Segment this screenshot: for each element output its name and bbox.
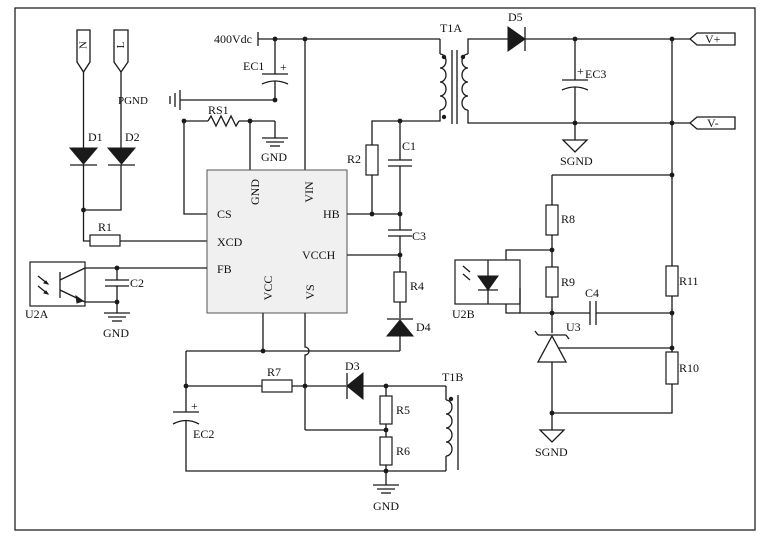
d3-diode: [346, 371, 364, 401]
ic-pin-cs: CS: [217, 207, 232, 221]
c4-label: C4: [585, 286, 599, 300]
vminus-label: V-: [707, 116, 719, 130]
vplus-label: V+: [705, 32, 721, 46]
ic-pin-fb: FB: [217, 262, 232, 276]
d5-label: D5: [508, 10, 523, 24]
sgnd-top-symbol: [561, 139, 589, 153]
r10-resistor: [665, 351, 679, 385]
d4-label: D4: [416, 320, 431, 334]
sgnd-bottom-label: SGND: [535, 445, 568, 459]
gnd-bottom-label: GND: [373, 499, 399, 513]
ic-pin-vcch: VCCH: [302, 248, 336, 262]
c4-capacitor: [589, 301, 597, 325]
d1-label: D1: [88, 130, 103, 144]
ec2-plus: +: [191, 399, 198, 413]
ec3-label: EC3: [585, 67, 606, 81]
rs1-label: RS1: [208, 103, 229, 117]
ic-pin-gnd: GND: [248, 179, 262, 205]
r7-label: R7: [267, 365, 281, 379]
ec2-label: EC2: [193, 427, 214, 441]
controller-ic: [206, 169, 348, 314]
ec3-plus: +: [577, 64, 584, 78]
d2-label: D2: [125, 130, 140, 144]
d2-diode: [106, 147, 137, 166]
r6-resistor: [379, 436, 393, 466]
gnd-top-label: GND: [261, 150, 287, 164]
n-label: N: [78, 41, 90, 49]
ic-pin-vs: VS: [303, 284, 317, 299]
r5-resistor: [379, 395, 393, 425]
r2-label: R2: [347, 152, 361, 166]
ic-pin-vcc: VCC: [261, 276, 275, 301]
r9-resistor: [545, 266, 559, 298]
pgnd-label: PGND: [118, 95, 148, 107]
c3-capacitor: [388, 229, 412, 237]
gnd-bottom-symbol: [373, 484, 399, 494]
v400-label: 400Vdc: [214, 32, 252, 46]
ec1-label: EC1: [243, 59, 264, 73]
r11-resistor: [665, 265, 679, 297]
t1a-label: T1A: [440, 21, 462, 35]
r1-label: R1: [98, 220, 112, 234]
t1a-primary-winding: [439, 53, 447, 111]
vminus-port: [689, 116, 736, 130]
d3-label: D3: [345, 359, 360, 373]
r1-resistor: [89, 234, 121, 247]
l-connector: [113, 29, 129, 74]
gnd-left-symbol: [104, 312, 130, 322]
ic-pin-hb: HB: [323, 207, 340, 221]
frame-border: [14, 7, 756, 531]
c2-capacitor: [105, 279, 129, 287]
r4-resistor: [393, 271, 407, 303]
r5-label: R5: [396, 403, 410, 417]
c3-label: C3: [412, 229, 426, 243]
r8-label: R8: [561, 212, 575, 226]
gnd-top-symbol: [262, 137, 288, 147]
rs1-resistor: [207, 114, 240, 128]
u2b-label: U2B: [452, 307, 475, 321]
c1-capacitor: [388, 159, 412, 167]
r9-label: R9: [561, 275, 575, 289]
gnd-left-label: GND: [103, 326, 129, 340]
sgnd-bottom-symbol: [538, 429, 566, 443]
pgnd-symbol: [169, 90, 181, 110]
r2-resistor: [365, 144, 379, 176]
d4-diode: [385, 318, 415, 337]
r8-resistor: [545, 204, 559, 236]
r4-label: R4: [410, 279, 424, 293]
sgnd-top-label: SGND: [560, 154, 593, 168]
ic-pin-vin: VIN: [302, 181, 316, 203]
d1-diode: [68, 147, 99, 166]
n-connector: [76, 29, 91, 74]
c1-label: C1: [402, 139, 416, 153]
d5-diode: [507, 26, 526, 52]
r7-resistor: [261, 379, 293, 393]
vplus-port: [689, 32, 736, 46]
r10-label: R10: [679, 361, 699, 375]
c2-label: C2: [130, 276, 144, 290]
t1b-winding: [445, 399, 453, 457]
u2a-optocoupler: [29, 261, 86, 307]
l-label: L: [115, 41, 127, 48]
r11-label: R11: [679, 274, 699, 288]
u2a-label: U2A: [25, 307, 49, 321]
t1b-label: T1B: [442, 370, 463, 384]
r6-label: R6: [396, 444, 410, 458]
ic-pin-xcd: XCD: [217, 235, 243, 249]
ec1-plus: +: [280, 60, 287, 74]
u3-label: U3: [566, 320, 581, 334]
u3-regulator: [534, 330, 570, 363]
u2b-optocoupler: [454, 259, 521, 305]
t1a-secondary-winding: [461, 53, 469, 111]
